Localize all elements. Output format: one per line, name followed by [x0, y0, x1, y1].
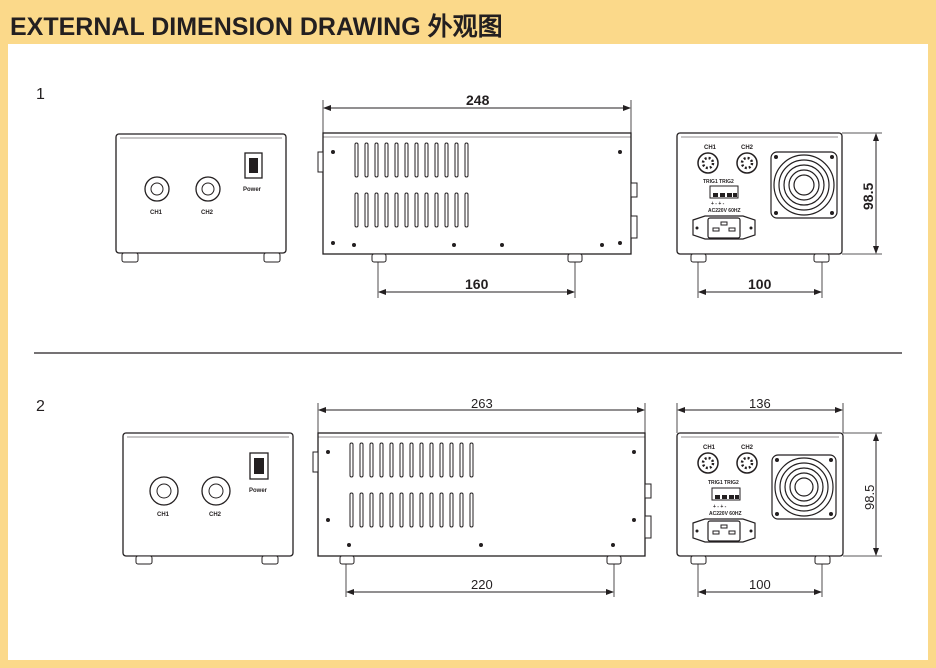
front-2-power-label: Power — [249, 488, 268, 494]
rear-1-ch1-label: CH1 — [704, 145, 717, 151]
side-1-top-dim: 248 — [466, 92, 490, 108]
rear-1-fan-grille — [770, 151, 838, 219]
rear-1-trig-label: TRIG1 TRIG2 — [703, 179, 734, 185]
rear-1-plus-minus: + - + - — [711, 201, 725, 207]
front-1-power-label: Power — [243, 187, 262, 193]
rear-2-top-dim: 136 — [749, 396, 771, 411]
rear-2-trig-label: TRIG1 TRIG2 — [708, 480, 739, 486]
section-2-front-view: CH1 CH2 Power — [122, 432, 294, 565]
rear-1-ch2-label: CH2 — [741, 145, 754, 151]
rear-2-fan-grille — [771, 454, 837, 520]
rear-2-ch2-label: CH2 — [741, 445, 754, 451]
rear-1-height-dim: 98.5 — [860, 183, 876, 210]
front-1-ch2-label: CH2 — [201, 210, 214, 216]
rear-2-bottom-dim: 100 — [749, 577, 771, 592]
rear-2-ch1-label: CH1 — [703, 445, 716, 451]
rear-1-ac-label: AC220V 60HZ — [708, 208, 741, 214]
header-band: EXTERNAL DIMENSION DRAWING 外观图 — [0, 0, 936, 44]
rear-2-ac-label: AC220V 60HZ — [709, 511, 742, 517]
section-1-rear-view: CH1 CH2 TRIG1 TRIG2 + - + - AC220V 60HZ … — [676, 132, 882, 298]
page-title: EXTERNAL DIMENSION DRAWING 外观图 — [10, 13, 503, 41]
front-1-ch1-label: CH1 — [150, 210, 163, 216]
front-2-ch1-label: CH1 — [157, 512, 170, 518]
section-2-rear-view: CH1 CH2 TRIG1 TRIG2 + - + - AC220V 60HZ … — [676, 396, 882, 597]
section-2-number: 2 — [36, 398, 45, 415]
rear-2-plus-minus: + - + - — [713, 504, 727, 510]
section-1-side-view: 248 160 — [317, 92, 638, 298]
front-2-ch2-label: CH2 — [209, 512, 222, 518]
section-2-side-view: 263 220 — [312, 396, 652, 597]
section-1-front-view: CH1 CH2 Power — [115, 133, 287, 263]
rear-1-bottom-dim: 100 — [748, 276, 772, 292]
side-2-top-dim: 263 — [471, 396, 493, 411]
section-1-number: 1 — [36, 86, 45, 103]
rear-2-height-dim: 98.5 — [862, 485, 877, 510]
side-2-bottom-dim: 220 — [471, 577, 493, 592]
side-1-bottom-dim: 160 — [465, 276, 489, 292]
